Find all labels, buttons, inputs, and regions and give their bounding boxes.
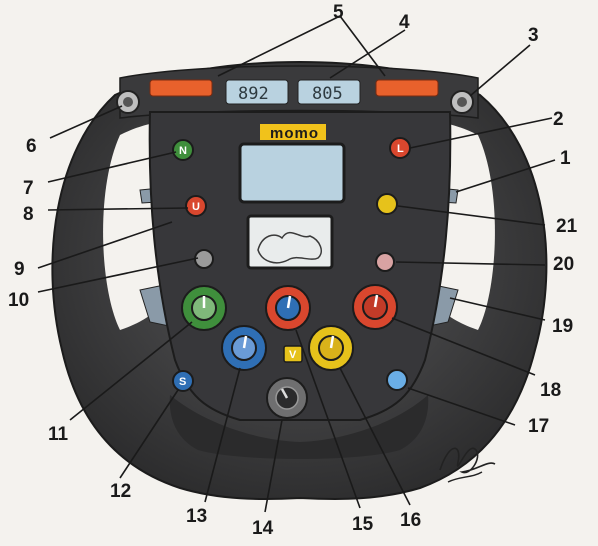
callout-5: 5 [333, 2, 344, 23]
grey-rotary-dial-bottom[interactable] [266, 377, 308, 419]
callout-3: 3 [528, 25, 539, 46]
grey-button-left[interactable] [194, 249, 214, 269]
callout-numbers: 1 2 3 4 5 6 7 8 9 10 11 12 13 14 15 16 1… [8, 2, 578, 539]
callout-16: 16 [400, 510, 421, 531]
callout-9: 9 [14, 259, 25, 280]
blue-rotary-dial[interactable] [221, 325, 267, 371]
right-lcd-text: 805 [312, 84, 343, 104]
bottom-opening [169, 395, 429, 459]
brand-logo [260, 124, 326, 140]
callout-17: 17 [528, 416, 549, 437]
callout-6: 6 [26, 136, 37, 157]
v-button[interactable] [283, 345, 303, 363]
left-lcd-text: 892 [238, 84, 269, 104]
callout-4: 4 [399, 12, 410, 33]
brand-logo-text: momo [270, 125, 319, 142]
left-lcd [225, 79, 289, 105]
callout-10: 10 [8, 290, 29, 311]
callout-12: 12 [110, 481, 131, 502]
callout-15: 15 [352, 514, 374, 535]
right-lcd [297, 79, 361, 105]
n-button[interactable] [172, 139, 194, 161]
callout-7: 7 [23, 178, 34, 199]
green-rotary-dial[interactable] [181, 285, 227, 331]
left-shift-leds [149, 79, 213, 97]
callout-2: 2 [553, 109, 564, 130]
callout-13: 13 [186, 506, 207, 527]
u-button-label: U [192, 201, 200, 213]
red-rotary-dial-right[interactable] [352, 284, 398, 330]
callout-21: 21 [556, 216, 578, 237]
leader-lines [37, 15, 556, 513]
right-shift-leds [375, 79, 439, 97]
n-button-label: N [179, 145, 187, 157]
callout-19: 19 [552, 316, 573, 337]
callout-1: 1 [560, 148, 571, 169]
u-button[interactable] [185, 195, 207, 217]
v-button-label: V [289, 349, 297, 361]
light-blue-button[interactable] [386, 369, 408, 391]
top-right-knob-center [457, 97, 467, 107]
top-left-knob-center [123, 97, 133, 107]
yellow-rotary-dial[interactable] [308, 325, 354, 371]
callout-18: 18 [540, 380, 561, 401]
signature [439, 447, 496, 483]
yellow-button[interactable] [376, 193, 398, 215]
track-map-outline [257, 231, 322, 264]
main-screen [238, 142, 346, 204]
callout-11: 11 [48, 424, 69, 445]
s-button[interactable] [172, 370, 194, 392]
red-rotary-dial-center[interactable] [265, 285, 311, 331]
track-map-display [246, 214, 334, 270]
callout-14: 14 [252, 518, 274, 539]
l-button-label: L [397, 143, 404, 155]
callout-20: 20 [553, 254, 574, 275]
callout-8: 8 [23, 204, 34, 225]
pink-button-right[interactable] [375, 252, 395, 272]
s-button-label: S [179, 376, 186, 388]
